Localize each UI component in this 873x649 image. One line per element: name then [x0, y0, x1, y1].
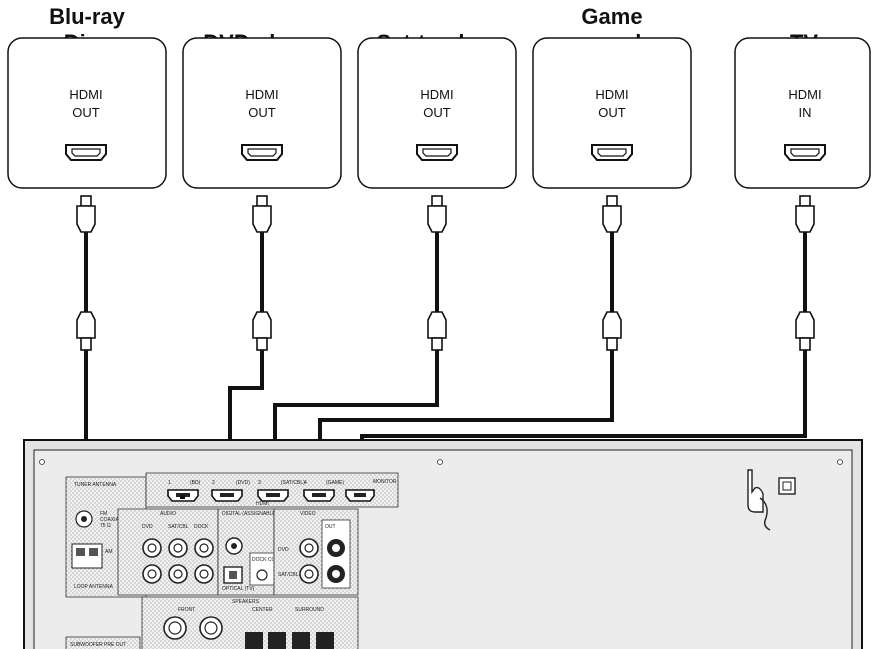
- device-box: [182, 37, 342, 189]
- svg-text:SUBWOOFER: SUBWOOFER: [70, 642, 103, 648]
- svg-text:LOOP ANTENNA: LOOP ANTENNA: [74, 584, 113, 590]
- receiver-hdmi-in-3: [257, 489, 289, 502]
- hdmi-cable-settop: [427, 195, 447, 365]
- hdmi-input-label: (BD): [190, 480, 201, 486]
- svg-text:AUDIO: AUDIO: [160, 511, 176, 517]
- hdmi-cable-game: [602, 195, 622, 365]
- hdmi-plug-icon: [252, 311, 272, 339]
- hdmi-input-label: 1: [168, 480, 171, 486]
- device-bluray: [7, 37, 167, 189]
- svg-text:CENTER: CENTER: [252, 607, 273, 613]
- svg-text:SAT/CBL: SAT/CBL: [278, 572, 299, 578]
- device-settop: [357, 37, 517, 189]
- hdmi-plug-icon: [602, 311, 622, 339]
- audio-col-label: DOCK: [194, 524, 209, 530]
- hdmi-cable-tv: [795, 195, 815, 365]
- svg-text:PRE OUT: PRE OUT: [104, 642, 126, 648]
- receiver-hdmi-in-2: [211, 489, 243, 502]
- hdmi-plug-icon: [427, 205, 447, 233]
- av-receiver-rear-panel: TUNER ANTENNA FM COAXIAL 75 Ω AM LOOP AN…: [23, 439, 863, 649]
- hdmi-plug-icon: [76, 205, 96, 233]
- svg-text:OPTICAL (TV): OPTICAL (TV): [222, 586, 255, 592]
- device-box: [357, 37, 517, 189]
- svg-text:COAXIAL: COAXIAL: [100, 517, 122, 523]
- hdmi-plug-icon: [795, 205, 815, 233]
- hdmi-input-label: (GAME): [326, 480, 344, 486]
- svg-text:DOCK CONTROL: DOCK CONTROL: [252, 557, 293, 563]
- hdmi-input-label: (SAT/CBL): [281, 480, 305, 486]
- svg-text:DIGITAL (ASSIGNABLE): DIGITAL (ASSIGNABLE): [222, 511, 278, 517]
- svg-text:AM: AM: [105, 549, 113, 555]
- svg-text:DVD: DVD: [278, 547, 289, 553]
- device-title-line1: Game: [581, 4, 643, 29]
- svg-text:OUT: OUT: [325, 524, 336, 530]
- svg-text:FRONT: FRONT: [178, 607, 195, 613]
- device-dvd: [182, 37, 342, 189]
- hdmi-cable-dvd: [252, 195, 272, 365]
- hdmi-input-label: (DVD): [236, 480, 250, 486]
- svg-text:SURROUND: SURROUND: [295, 607, 324, 613]
- hdmi-cable-bluray: [76, 195, 96, 365]
- hdmi-plug-icon: [602, 205, 622, 233]
- device-box: [532, 37, 692, 189]
- hdmi-input-label: 4: [304, 480, 307, 486]
- svg-text:MONITOR: MONITOR: [373, 479, 397, 485]
- svg-text:VIDEO: VIDEO: [300, 511, 316, 517]
- device-game: [532, 37, 692, 189]
- svg-text:TUNER ANTENNA: TUNER ANTENNA: [74, 482, 117, 488]
- hdmi-plug-icon: [427, 311, 447, 339]
- audio-col-label: SAT/CBL: [168, 524, 189, 530]
- svg-text:SPEAKERS: SPEAKERS: [232, 599, 260, 605]
- hdmi-input-label: 3: [258, 480, 261, 486]
- receiver-hdmi-in-4: [303, 489, 335, 502]
- audio-col-label: DVD: [142, 524, 153, 530]
- hdmi-plug-icon: [252, 205, 272, 233]
- svg-text:75 Ω: 75 Ω: [100, 523, 111, 529]
- svg-text:HDMI: HDMI: [256, 501, 269, 507]
- device-box: [7, 37, 167, 189]
- device-tv: [734, 37, 871, 189]
- hdmi-plug-icon: [795, 311, 815, 339]
- device-box: [734, 37, 871, 189]
- hdmi-input-label: 2: [212, 480, 215, 486]
- receiver-hdmi-monitor: [345, 489, 375, 502]
- hdmi-plug-icon: [76, 311, 96, 339]
- svg-text:FM: FM: [100, 511, 107, 517]
